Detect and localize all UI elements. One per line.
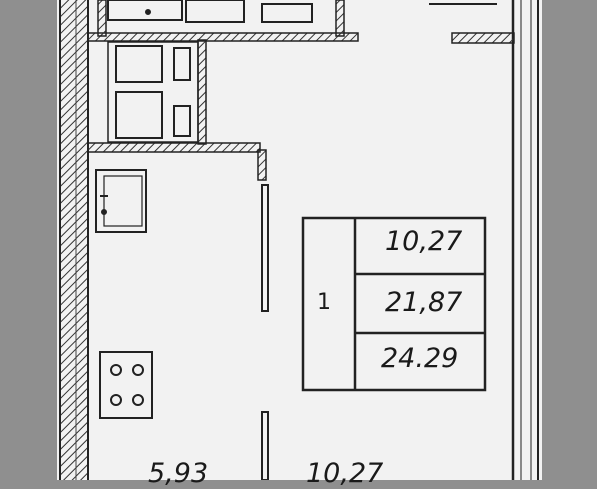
right-exterior-wall — [511, 0, 539, 480]
room-count-label: 1 — [317, 290, 331, 315]
kitchen-area-label: 5,93 — [148, 458, 209, 489]
area-table — [301, 216, 487, 392]
bathtub-icon — [107, 0, 183, 21]
sink-icon — [95, 169, 147, 233]
partition-wall — [261, 184, 269, 480]
toilet-icon — [185, 0, 313, 23]
room-area-label: 10,27 — [306, 458, 384, 489]
total-area-value: 21,87 — [385, 287, 463, 318]
left-exterior-wall — [59, 0, 89, 480]
stove-icon — [99, 351, 153, 419]
bathroom-units — [107, 41, 199, 143]
paper-sheet — [57, 0, 542, 480]
area-with-balcony-value: 24.29 — [381, 343, 459, 374]
living-area-value: 10,27 — [385, 226, 463, 257]
